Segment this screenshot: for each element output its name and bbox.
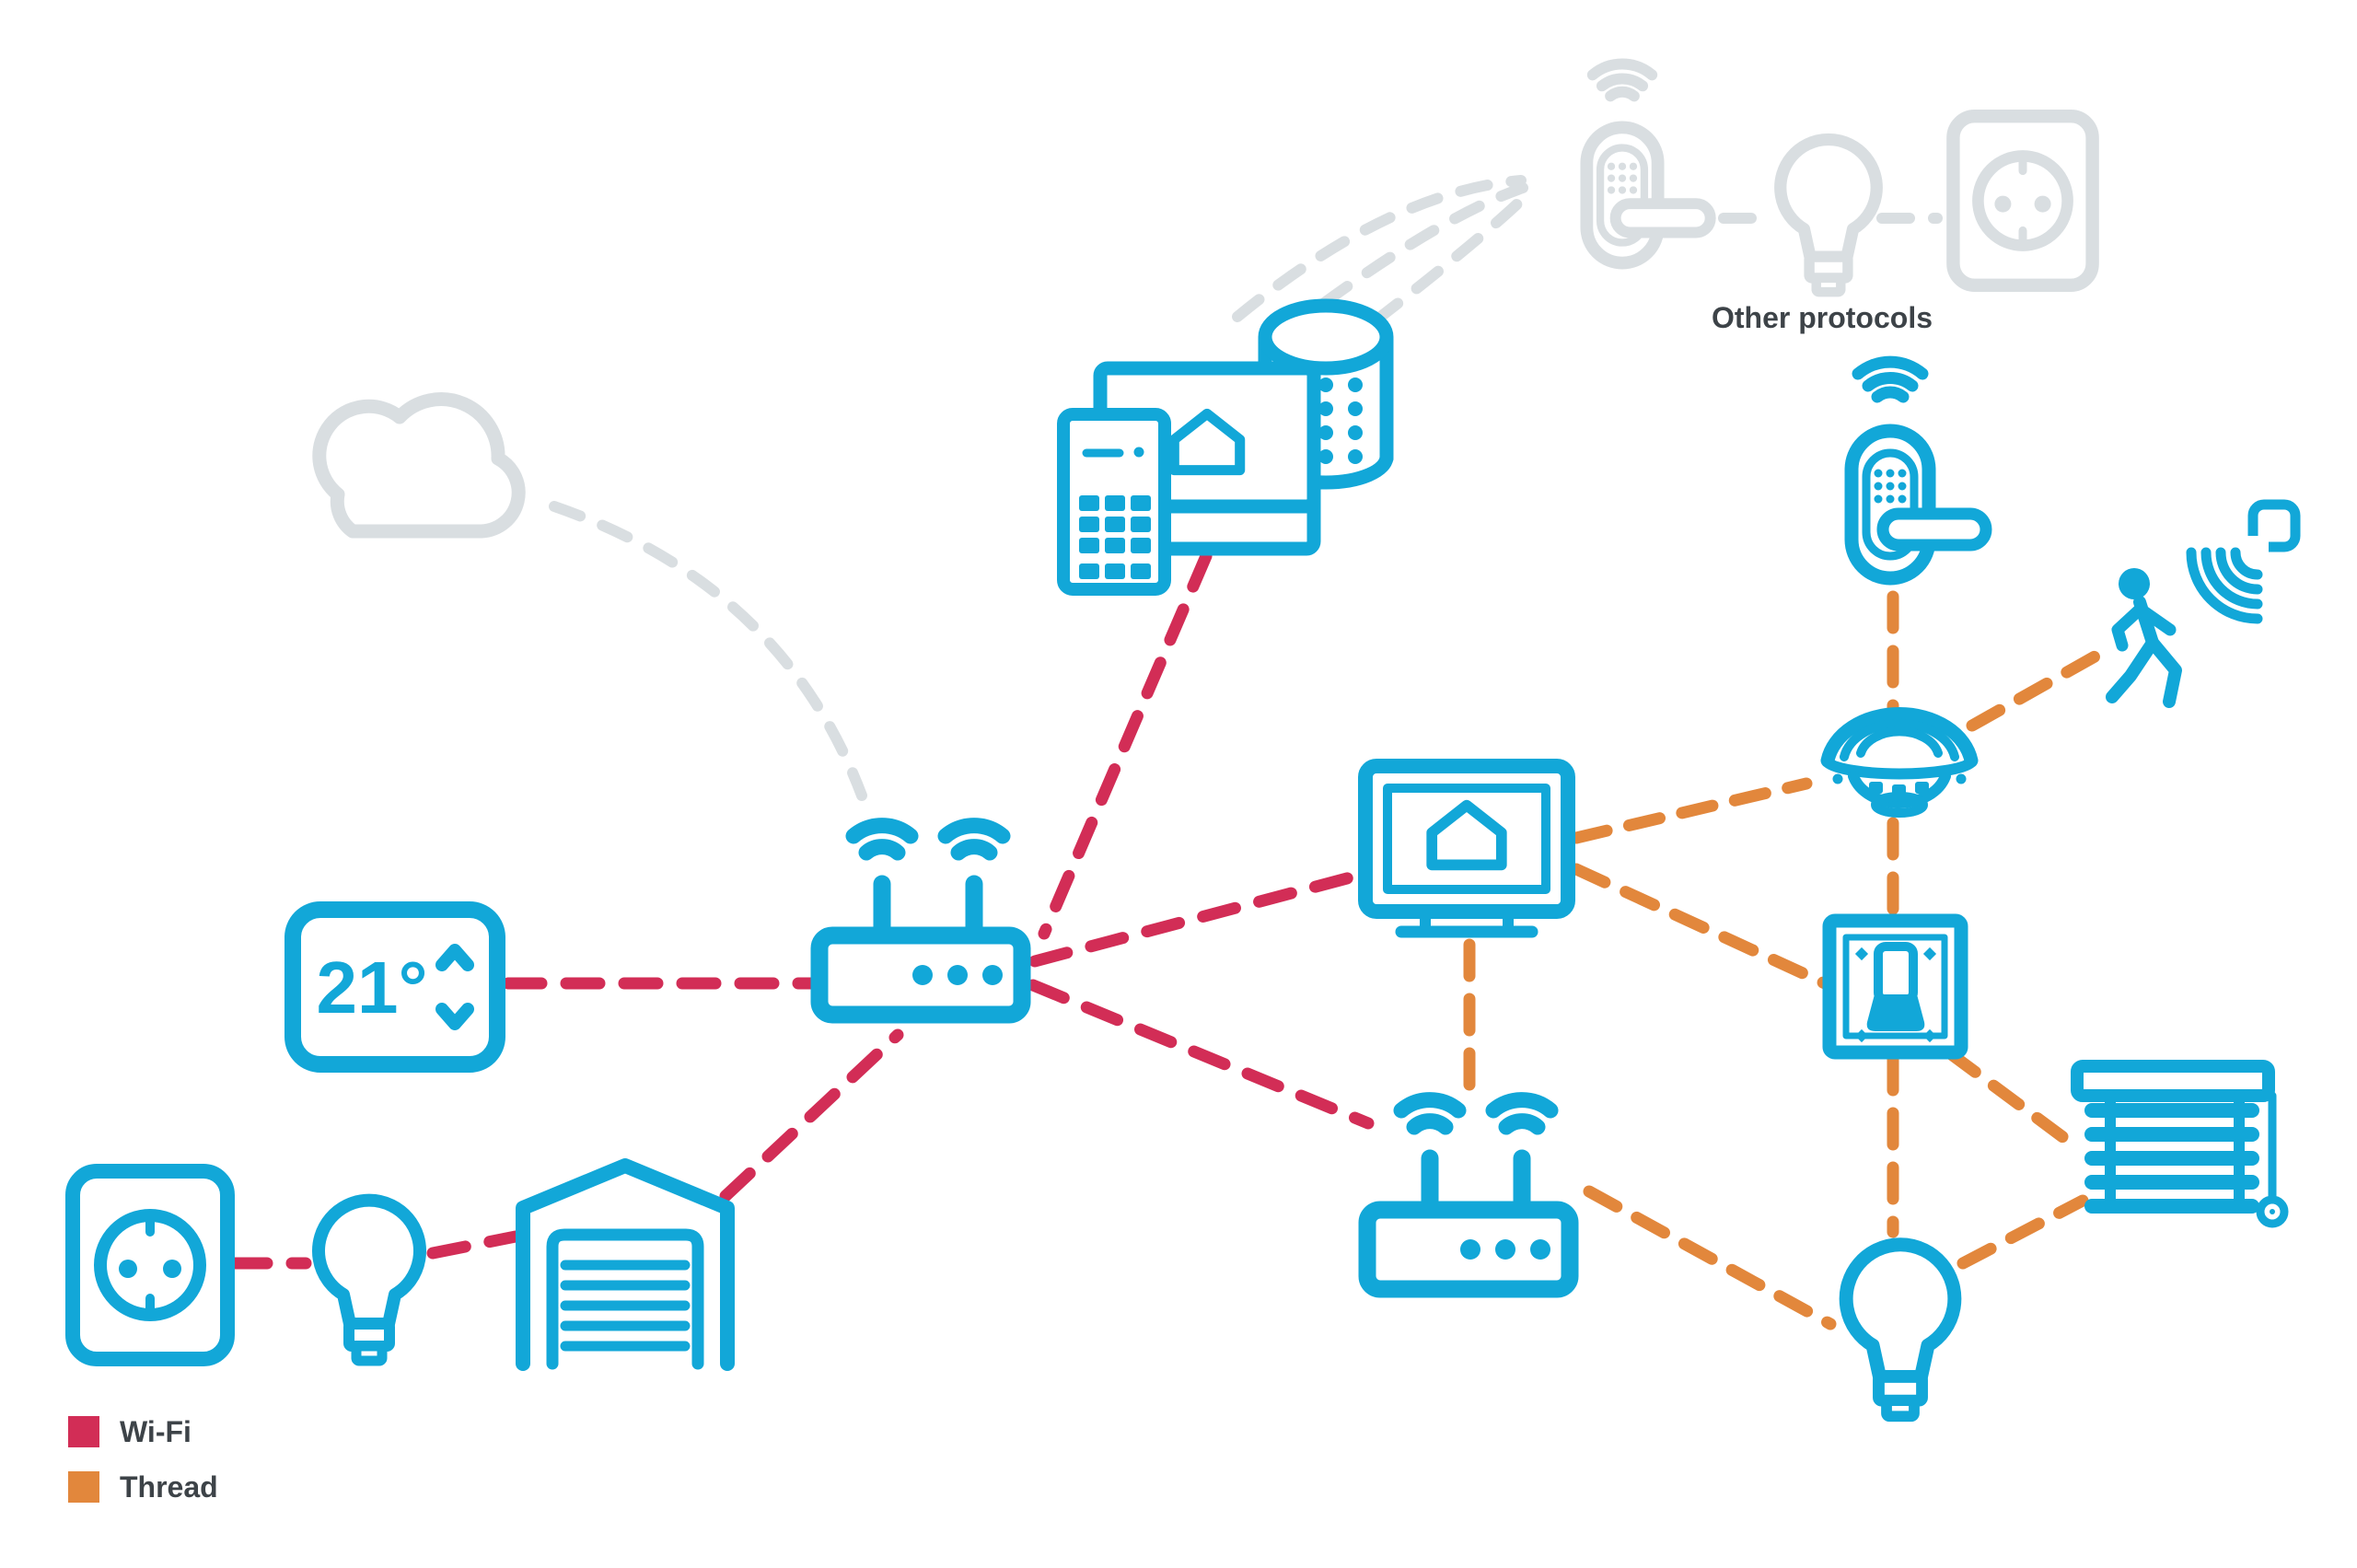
walking-person-icon	[2106, 568, 2182, 708]
thread-border-router-icon	[1367, 1100, 1570, 1289]
thread-color-swatch	[68, 1471, 99, 1503]
thread-link-borderrouter-bulb2	[1583, 1185, 1837, 1330]
garage-door-icon	[516, 1158, 735, 1371]
wifi-router-icon	[819, 826, 1022, 1015]
phone-keypad	[1079, 495, 1151, 579]
link-devices-other-protocols-1	[1232, 175, 1527, 322]
light-bulb-icon	[319, 1201, 420, 1361]
other-protocols-plug-icon	[1953, 116, 2092, 285]
legend-label-wifi: Wi-Fi	[120, 1415, 192, 1448]
motion-sensor-icon	[2106, 499, 2301, 708]
other-protocols-lock-icon	[1586, 64, 1710, 263]
link-devices-other-protocols-3	[1329, 190, 1532, 357]
legend-label-thread: Thread	[120, 1470, 218, 1504]
window-blinds-icon	[2071, 1060, 2289, 1228]
wifi-link-bulb-garage	[426, 1230, 522, 1260]
smart-plug-icon	[73, 1171, 227, 1359]
thread-link-hub-smoke	[1570, 777, 1813, 844]
thread-link-switch-blinds	[1944, 1047, 2078, 1150]
legend-item-wifi: Wi-Fi	[68, 1416, 218, 1447]
thermostat-temperature: 21°	[317, 947, 428, 1028]
wifi-color-swatch	[68, 1416, 99, 1447]
chevron-down-icon	[435, 1003, 474, 1030]
smoke-detector-icon	[1820, 707, 1979, 818]
link-cloud-router	[549, 501, 867, 801]
other-protocols-bulb-icon	[1781, 139, 1877, 292]
sensor-icon	[2186, 499, 2301, 624]
light-bulb-2-icon	[1846, 1245, 1955, 1417]
thread-link-smoke-motion	[1966, 641, 2118, 732]
thread-link-bulb2-blinds	[1956, 1194, 2089, 1270]
smart-home-hub-icon	[1358, 759, 1575, 938]
wifi-link-router-borderrouter	[1027, 979, 1375, 1130]
other-protocols-label: Other protocols	[1712, 301, 1933, 334]
light-switch-icon	[1822, 913, 1968, 1060]
chevron-up-icon	[435, 944, 474, 971]
legend-item-thread: Thread	[68, 1471, 218, 1503]
blinds-pull-cord	[2256, 1091, 2289, 1228]
wifi-link-devices-router	[1038, 550, 1213, 940]
wifi-link-garage-router	[719, 1028, 904, 1202]
thermostat-icon: 21°	[284, 901, 505, 1073]
legend: Wi-Fi Thread	[68, 1416, 218, 1503]
wifi-link-router-hub	[1028, 868, 1367, 968]
cloud-icon	[312, 392, 526, 539]
smartphone-icon	[1057, 408, 1171, 596]
thread-link-hub-switch	[1570, 863, 1831, 990]
smart-lock-icon	[1852, 362, 1986, 578]
